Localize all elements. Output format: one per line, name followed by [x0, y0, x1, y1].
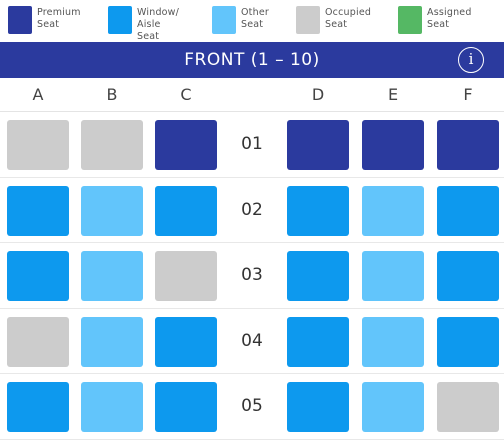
seat-05a[interactable]	[7, 382, 69, 433]
seat-02a[interactable]	[7, 185, 69, 236]
seat-01c[interactable]	[155, 120, 217, 170]
seat-05c[interactable]	[155, 382, 217, 433]
legend-other-label: Other Seat	[241, 7, 269, 30]
row-number: 02	[241, 199, 263, 220]
seat-04f[interactable]	[437, 316, 499, 367]
seat-03f[interactable]	[437, 251, 499, 302]
seat-row: 03	[0, 243, 504, 309]
seat-02f[interactable]	[437, 185, 499, 236]
info-icon[interactable]: i	[458, 47, 484, 73]
seat-04b[interactable]	[81, 316, 143, 367]
legend-window-aisle-swatch	[108, 6, 132, 34]
seat-map-grid: 01 02 03 04 05	[0, 112, 504, 444]
seat-04c[interactable]	[155, 316, 217, 367]
legend-occupied-swatch	[296, 6, 320, 34]
column-header-row: A B C D E F	[0, 78, 504, 112]
seat-05d[interactable]	[287, 382, 349, 433]
seat-01b	[81, 120, 143, 170]
column-header-d: D	[311, 85, 325, 104]
legend-premium-label: Premium Seat	[37, 7, 81, 30]
seat-05f	[437, 382, 499, 433]
legend-window-aisle-label: Window/ Aisle Seat	[137, 7, 180, 42]
row-number: 05	[241, 396, 263, 417]
seat-row: 05	[0, 374, 504, 440]
legend-occupied-label: Occupied Seat	[325, 7, 372, 30]
legend-assigned-label: Assigned Seat	[427, 7, 472, 30]
seat-03c	[155, 251, 217, 302]
row-number: 03	[241, 265, 263, 286]
seat-02e[interactable]	[362, 185, 424, 236]
legend-other-swatch	[212, 6, 236, 34]
seat-05b[interactable]	[81, 382, 143, 433]
seat-02b[interactable]	[81, 185, 143, 236]
legend-premium-swatch	[8, 6, 32, 34]
seat-02d[interactable]	[287, 185, 349, 236]
column-header-c: C	[180, 85, 192, 104]
section-title: FRONT (1 – 10)	[184, 50, 320, 70]
seat-row: 01	[0, 112, 504, 178]
seat-04d[interactable]	[287, 316, 349, 367]
column-header-e: E	[387, 85, 399, 104]
row-number: 01	[241, 134, 263, 154]
seat-04e[interactable]	[362, 316, 424, 367]
seat-row: 04	[0, 309, 504, 375]
seat-row: 02	[0, 178, 504, 244]
seat-01d[interactable]	[287, 120, 349, 170]
seat-01e[interactable]	[362, 120, 424, 170]
column-header-b: B	[106, 85, 118, 104]
seat-01a	[7, 120, 69, 170]
cabin-section-header: FRONT (1 – 10) i	[0, 42, 504, 78]
seat-04a	[7, 316, 69, 367]
seat-legend: Premium Seat Window/ Aisle Seat Other Se…	[0, 0, 504, 42]
legend-assigned-swatch	[398, 6, 422, 34]
seat-05e[interactable]	[362, 382, 424, 433]
seat-03d[interactable]	[287, 251, 349, 302]
seat-03b[interactable]	[81, 251, 143, 302]
row-number: 04	[241, 330, 263, 351]
seat-03e[interactable]	[362, 251, 424, 302]
seat-01f[interactable]	[437, 120, 499, 170]
column-header-f: F	[463, 85, 473, 104]
seat-03a[interactable]	[7, 251, 69, 302]
column-header-a: A	[32, 85, 44, 104]
seat-02c[interactable]	[155, 185, 217, 236]
